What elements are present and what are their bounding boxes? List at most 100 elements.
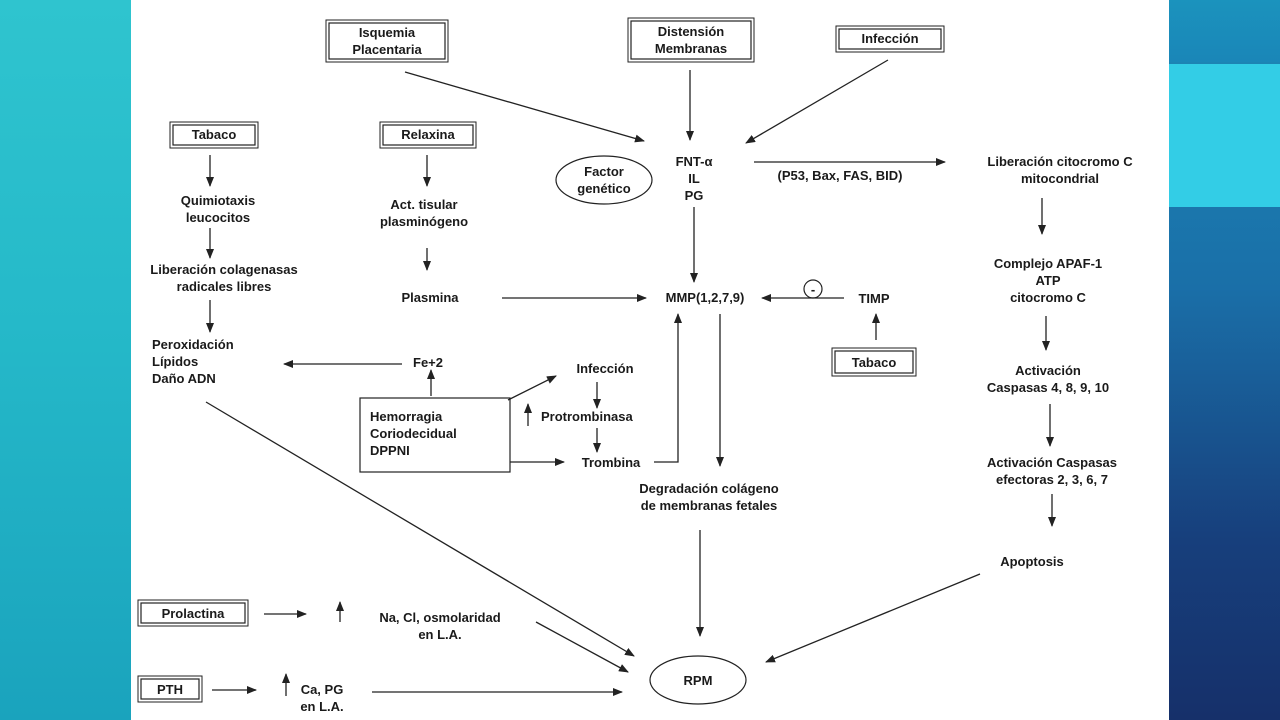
node-infeccion-top-line-1: Infección bbox=[861, 31, 918, 46]
node-mmp: MMP(1,2,7,9) bbox=[666, 290, 745, 305]
node-p53-line-1: (P53, Bax, FAS, BID) bbox=[778, 168, 903, 183]
node-inhibit: - bbox=[811, 282, 815, 297]
node-act-tisular: Act. tisular plasminógeno bbox=[380, 197, 468, 229]
node-act-tisular-line-2: plasminógeno bbox=[380, 214, 468, 229]
node-timp-line-1: TIMP bbox=[858, 291, 889, 306]
box-relaxina bbox=[379, 121, 477, 149]
node-timp: TIMP bbox=[858, 291, 889, 306]
diagram-arrows bbox=[205, 59, 1056, 696]
node-prolactina-line-1: Prolactina bbox=[162, 606, 226, 621]
box-hemorragia bbox=[359, 397, 511, 473]
ellipse-rpm bbox=[649, 655, 747, 705]
node-relaxina-line-1: Relaxina bbox=[401, 127, 455, 142]
node-rpm: RPM bbox=[684, 673, 713, 688]
node-activacion-2-line-1: Activación Caspasas bbox=[987, 455, 1117, 470]
box-infeccion-top bbox=[835, 25, 945, 53]
node-quimiotaxis-line-2: leucocitos bbox=[186, 210, 250, 225]
node-activacion-2: Activación Caspasas efectoras 2, 3, 6, 7 bbox=[987, 455, 1117, 487]
box-tabaco-left bbox=[169, 121, 259, 149]
node-isquemia-line-1: Isquemia bbox=[359, 25, 416, 40]
node-hemorragia-line-1: Hemorragia bbox=[370, 409, 443, 424]
node-degradacion-line-2: de membranas fetales bbox=[641, 498, 778, 513]
node-prolactina: Prolactina bbox=[162, 606, 226, 621]
node-factor-genetico-line-2: genético bbox=[577, 181, 631, 196]
node-fe2: Fe+2 bbox=[413, 355, 443, 370]
node-factor-genetico-line-1: Factor bbox=[584, 164, 624, 179]
box-distension bbox=[627, 17, 755, 63]
node-plasmina: Plasmina bbox=[401, 290, 459, 305]
node-peroxidacion-line-1: Peroxidación bbox=[152, 337, 234, 352]
node-trombina: Trombina bbox=[582, 455, 641, 470]
node-isquemia-line-2: Placentaria bbox=[352, 42, 422, 57]
node-p53: (P53, Bax, FAS, BID) bbox=[778, 168, 903, 183]
node-infeccion-top: Infección bbox=[861, 31, 918, 46]
node-citocromo: Liberación citocromo C mitocondrial bbox=[987, 154, 1133, 186]
right-decorative-block bbox=[1169, 64, 1280, 207]
node-ca-pg: Ca, PG en L.A. bbox=[300, 682, 343, 714]
node-tabaco-left: Tabaco bbox=[192, 127, 237, 142]
node-activacion-1-line-1: Activación bbox=[1015, 363, 1081, 378]
node-hemorragia-line-2: Coriodecidual bbox=[370, 426, 457, 441]
box-prolactina bbox=[137, 599, 249, 627]
node-tabaco-right-line-1: Tabaco bbox=[852, 355, 897, 370]
node-relaxina: Relaxina bbox=[401, 127, 455, 142]
node-apaf-line-1: Complejo APAF-1 bbox=[994, 256, 1102, 271]
node-distension-line-1: Distensión bbox=[658, 24, 725, 39]
node-degradacion-line-1: Degradación colágeno bbox=[639, 481, 778, 496]
node-distension-line-2: Membranas bbox=[655, 41, 727, 56]
node-trombina-line-1: Trombina bbox=[582, 455, 641, 470]
node-apaf-line-3: citocromo C bbox=[1010, 290, 1086, 305]
node-fnt-il-pg-line-3: PG bbox=[685, 188, 704, 203]
node-peroxidacion-line-2: Lípidos bbox=[152, 354, 198, 369]
node-citocromo-line-2: mitocondrial bbox=[1021, 171, 1099, 186]
node-activacion-2-line-2: efectoras 2, 3, 6, 7 bbox=[996, 472, 1108, 487]
node-rpm-line-1: RPM bbox=[684, 673, 713, 688]
box-pth bbox=[137, 675, 203, 703]
node-plasmina-line-1: Plasmina bbox=[401, 290, 459, 305]
node-protrombinasa-line-1: Protrombinasa bbox=[541, 409, 634, 424]
node-quimiotaxis-line-1: Quimiotaxis bbox=[181, 193, 255, 208]
ellipse-factor-genetico bbox=[555, 155, 653, 205]
node-ca-pg-line-1: Ca, PG bbox=[301, 682, 344, 697]
node-ca-pg-line-2: en L.A. bbox=[300, 699, 343, 714]
box-tabaco-right bbox=[831, 347, 917, 377]
node-peroxidacion-line-3: Daño ADN bbox=[152, 371, 216, 386]
node-tabaco-right: Tabaco bbox=[852, 355, 897, 370]
node-quimiotaxis: Quimiotaxis leucocitos bbox=[181, 193, 255, 225]
node-hemorragia-line-3: DPPNI bbox=[370, 443, 410, 458]
node-colagenasas: Liberación colagenasas radicales libres bbox=[150, 262, 297, 294]
node-fe2-line-1: Fe+2 bbox=[413, 355, 443, 370]
node-citocromo-line-1: Liberación citocromo C bbox=[987, 154, 1133, 169]
node-pth-line-1: PTH bbox=[157, 682, 183, 697]
node-fnt-il-pg-line-2: IL bbox=[688, 171, 700, 186]
node-inhibit-line-1: - bbox=[811, 282, 815, 297]
node-degradacion: Degradación colágeno de membranas fetales bbox=[639, 481, 778, 513]
node-factor-genetico: Factor genético bbox=[577, 164, 631, 196]
node-tabaco-left-line-1: Tabaco bbox=[192, 127, 237, 142]
slide-canvas bbox=[131, 0, 1169, 720]
node-fnt-il-pg-line-1: FNT-α bbox=[676, 154, 713, 169]
node-protrombinasa: Protrombinasa bbox=[541, 409, 634, 424]
node-infeccion-mid-line-1: Infección bbox=[576, 361, 633, 376]
node-apaf-line-2: ATP bbox=[1035, 273, 1060, 288]
node-pth: PTH bbox=[157, 682, 183, 697]
node-act-tisular-line-1: Act. tisular bbox=[390, 197, 457, 212]
node-colagenasas-line-2: radicales libres bbox=[177, 279, 272, 294]
node-apoptosis: Apoptosis bbox=[1000, 554, 1064, 569]
node-activacion-1-line-2: Caspasas 4, 8, 9, 10 bbox=[987, 380, 1109, 395]
node-mmp-line-1: MMP(1,2,7,9) bbox=[666, 290, 745, 305]
node-colagenasas-line-1: Liberación colagenasas bbox=[150, 262, 297, 277]
node-apoptosis-line-1: Apoptosis bbox=[1000, 554, 1064, 569]
node-na-cl-line-2: en L.A. bbox=[418, 627, 461, 642]
left-decorative-band bbox=[0, 0, 131, 720]
right-decorative-top bbox=[1169, 0, 1280, 62]
